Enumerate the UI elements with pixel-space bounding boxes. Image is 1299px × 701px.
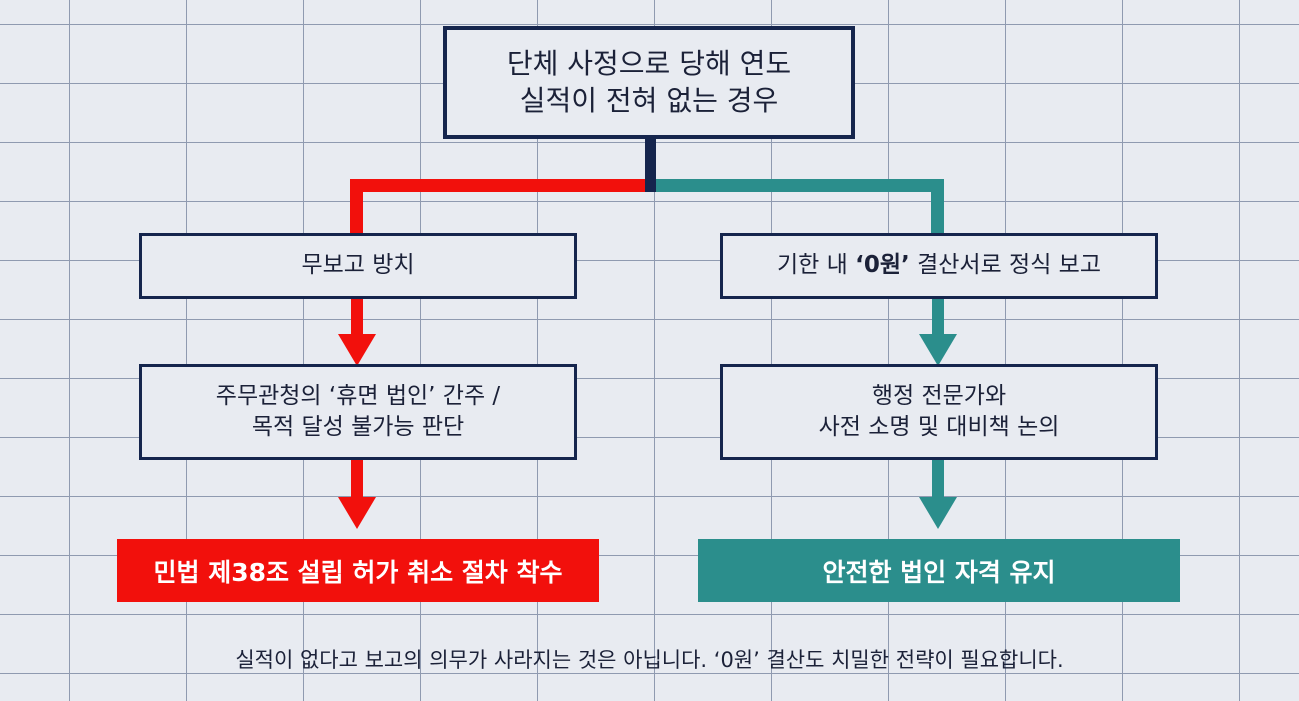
right-arrow-2	[919, 459, 957, 529]
right-step1-suffix: 결산서로 정식 보고	[909, 252, 1101, 279]
left-arrow-1	[338, 296, 376, 366]
right-arrow-1	[919, 296, 957, 366]
left-result-label: 민법 제38조 설립 허가 취소 절차 착수	[153, 557, 563, 587]
right-drop-connector	[931, 179, 944, 236]
right-step1-box: 기한 내 ‘0원’ 결산서로 정식 보고	[720, 233, 1158, 299]
left-step2-line2: 목적 달성 불가능 판단	[251, 414, 465, 440]
right-step2-line1: 행정 전문가와	[871, 382, 1007, 409]
right-result-banner: 안전한 법인 자격 유지	[698, 539, 1180, 602]
top-condition-box: 단체 사정으로 당해 연도 실적이 전혀 없는 경우	[443, 26, 855, 139]
right-step1-emphasis: ‘0원’	[855, 252, 910, 279]
left-step1-box: 무보고 방치	[139, 233, 577, 299]
left-result-banner: 민법 제38조 설립 허가 취소 절차 착수	[117, 539, 599, 602]
right-branch-connector	[656, 179, 944, 192]
right-step1-prefix: 기한 내	[777, 252, 856, 279]
left-step2-line1: 주무관청의 ‘휴면 법인’ 간주 /	[215, 382, 501, 409]
stem-connector	[645, 137, 656, 192]
top-box-line2: 실적이 전혀 없는 경우	[519, 83, 779, 117]
right-step2-box: 행정 전문가와 사전 소명 및 대비책 논의	[720, 364, 1158, 460]
left-step1-label: 무보고 방치	[301, 252, 415, 279]
right-result-label: 안전한 법인 자격 유지	[822, 557, 1056, 587]
right-step2-line2: 사전 소명 및 대비책 논의	[818, 414, 1060, 440]
left-branch-connector	[350, 179, 645, 192]
left-arrow-2	[338, 459, 376, 529]
footer-caption: 실적이 없다고 보고의 의무가 사라지는 것은 아닙니다. ‘0원’ 결산도 치…	[235, 648, 1064, 672]
left-drop-connector	[350, 179, 363, 236]
top-box-line1: 단체 사정으로 당해 연도	[506, 47, 792, 81]
right-step1-label: 기한 내 ‘0원’ 결산서로 정식 보고	[777, 250, 1101, 281]
left-step2-box: 주무관청의 ‘휴면 법인’ 간주 / 목적 달성 불가능 판단	[139, 364, 577, 460]
